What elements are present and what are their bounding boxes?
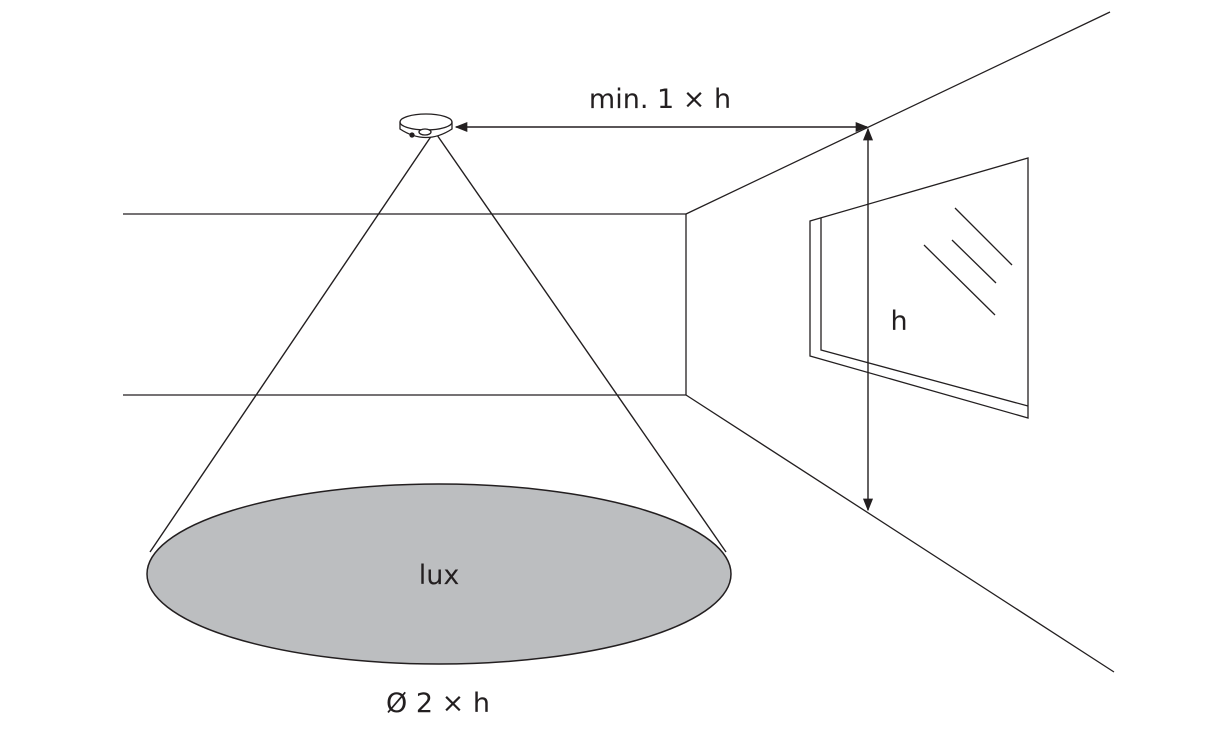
glare-line — [951, 239, 997, 284]
lux-label: lux — [419, 560, 460, 591]
cone-right-edge — [436, 134, 727, 553]
side-wall-ceiling-line — [685, 11, 1111, 215]
glare-line — [954, 207, 1013, 266]
min-distance-label: min. 1 × h — [589, 84, 731, 115]
glare-line — [923, 244, 996, 316]
cone-left-edge — [149, 134, 433, 553]
side-wall-floor-line — [685, 394, 1115, 673]
detection-area — [146, 483, 732, 665]
presence-sensor-icon — [399, 113, 453, 139]
window — [809, 157, 1029, 419]
diameter-label: Ø 2 × h — [386, 688, 490, 719]
height-label: h — [890, 306, 907, 337]
